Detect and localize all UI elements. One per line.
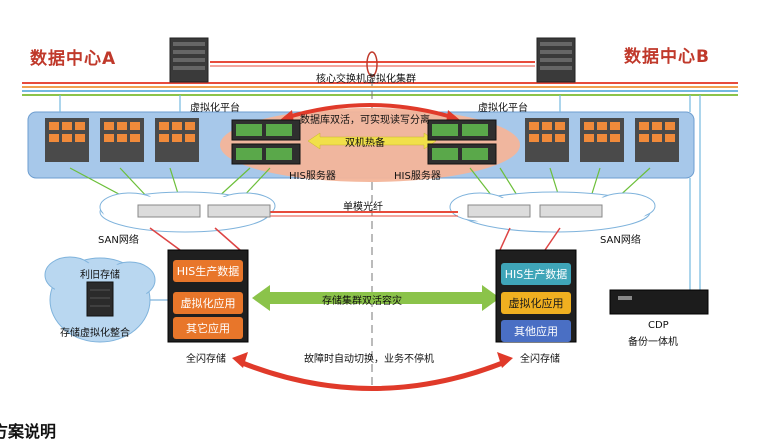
san-left-label: SAN网络 <box>98 235 139 246</box>
his-server-right-icon <box>427 119 497 165</box>
core-switch-right-icon <box>536 37 576 83</box>
left-storage-caption: 全闪存储 <box>186 354 226 365</box>
san-switches-right-icon <box>467 204 603 218</box>
virtual-host-cluster-left <box>45 118 199 162</box>
right-storage-caption: 全闪存储 <box>520 354 560 365</box>
section-heading-partial: 方案说明 <box>0 422 57 441</box>
cdp-appliance-icon <box>609 289 709 315</box>
datacenter-a-title: 数据中心A <box>30 49 117 69</box>
right-storage-virt-app: 虚拟化应用 <box>501 292 571 314</box>
storage-virtualization-label: 存储虚拟化整合 <box>60 328 130 339</box>
db-active-active-label: 数据库双活，可实现读写分离 <box>300 115 430 126</box>
san-switches-left-icon <box>137 204 271 218</box>
right-storage-his-data: HIS生产数据 <box>501 263 571 285</box>
legacy-storage-label: 利旧存储 <box>80 270 120 281</box>
datacenter-b-title: 数据中心B <box>624 47 710 67</box>
hot-standby-arrow <box>307 132 437 150</box>
virtual-host-cluster-right <box>525 118 679 162</box>
legacy-storage-rack-icon <box>86 281 114 317</box>
core-switch-left-icon <box>169 37 209 83</box>
his-server-left-icon <box>231 119 301 165</box>
left-storage-other-app: 其它应用 <box>173 317 243 339</box>
platform-core-links <box>59 95 691 112</box>
virt-platform-right-label: 虚拟化平台 <box>478 103 528 114</box>
storage-cluster-arrow <box>252 285 500 311</box>
virt-platform-left-label: 虚拟化平台 <box>190 103 240 114</box>
core-switch-cluster-label: 核心交换机虚拟化集群 <box>316 74 416 85</box>
right-storage-other-app: 其他应用 <box>501 320 571 342</box>
hot-standby-label: 双机热备 <box>345 138 385 149</box>
san-cloud-right <box>449 191 656 233</box>
his-server-left-label: HIS服务器 <box>289 171 336 182</box>
core-network-lines <box>22 82 738 96</box>
cdp-links <box>689 95 701 290</box>
san-storage-links <box>149 227 561 251</box>
cdp-label: CDP <box>648 320 669 331</box>
his-server-right-label: HIS服务器 <box>394 171 441 182</box>
left-storage-his-data: HIS生产数据 <box>173 260 243 282</box>
san-right-label: SAN网络 <box>600 235 641 246</box>
storage-cluster-label: 存储集群双活容灾 <box>322 296 402 307</box>
failover-note: 故障时自动切换，业务不停机 <box>304 354 434 365</box>
single-fiber-label: 单模光纤 <box>343 202 383 213</box>
cdp-sub-label: 备份一体机 <box>628 337 678 348</box>
left-storage-virt-app: 虚拟化应用 <box>173 292 243 314</box>
